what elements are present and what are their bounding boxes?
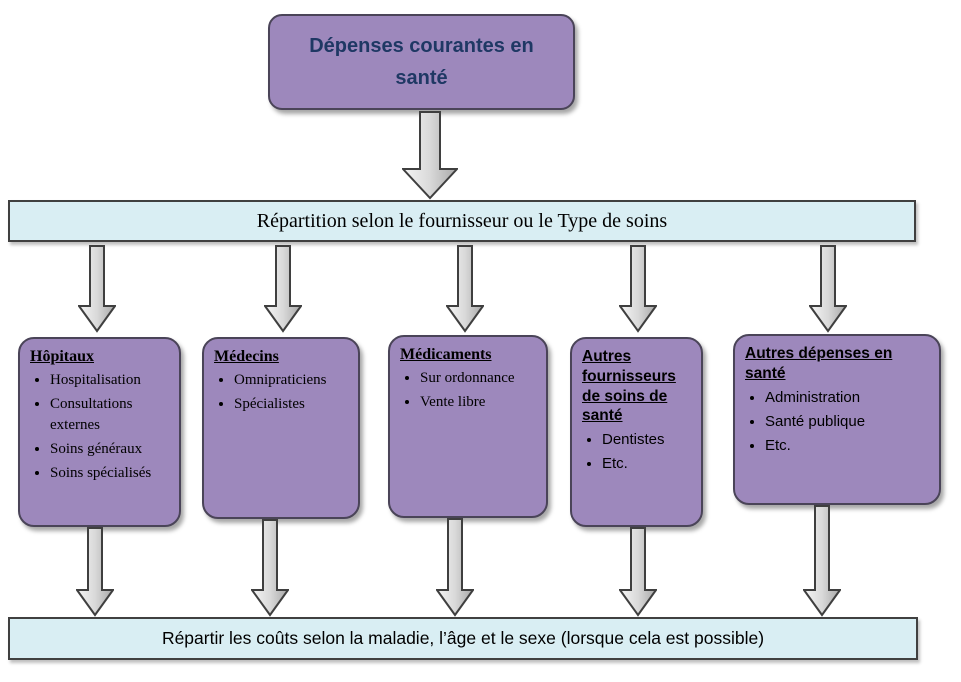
cost-split-bar: Répartir les coûts selon la maladie, l’â… [8, 617, 918, 660]
category-box-medicaments: Médicaments Sur ordonnance Vente libre [388, 335, 548, 518]
arrow-down-icon [251, 519, 289, 617]
category-list: Sur ordonnance Vente libre [400, 368, 536, 413]
arrow-down-icon [436, 518, 474, 617]
category-title: Médicaments [400, 346, 492, 363]
list-item: Soins généraux [50, 439, 169, 460]
arrow-down-icon [78, 245, 116, 333]
arrow-down-icon [76, 527, 114, 617]
category-title: Autres fournisseurs de soins de santé [582, 348, 676, 425]
list-item: Soins spécialisés [50, 463, 169, 484]
arrow-down-icon [809, 245, 847, 333]
arrow-down-icon [402, 111, 458, 200]
list-item: Consultations externes [50, 394, 169, 436]
arrow-down-icon [619, 245, 657, 333]
category-box-autres-fournisseurs: Autres fournisseurs de soins de santé De… [570, 337, 703, 527]
category-list: Dentistes Etc. [582, 429, 691, 474]
category-list: Omnipraticiens Spécialistes [214, 370, 348, 415]
arrow-down-icon [446, 245, 484, 333]
list-item: Spécialistes [234, 394, 348, 415]
category-box-autres-depenses: Autres dépenses en santé Administration … [733, 334, 941, 505]
provider-split-label: Répartition selon le fournisseur ou le T… [256, 209, 668, 232]
cost-split-label: Répartir les coûts selon la maladie, l’â… [161, 628, 765, 648]
list-item: Sur ordonnance [420, 368, 536, 389]
list-item: Administration [765, 387, 929, 408]
list-item: Dentistes [602, 429, 691, 450]
list-item: Etc. [765, 435, 929, 456]
list-item: Omnipraticiens [234, 370, 348, 391]
arrow-down-icon [803, 505, 841, 617]
category-list: Hospitalisation Consultations externes S… [30, 370, 169, 484]
provider-split-bar: Répartition selon le fournisseur ou le T… [8, 200, 916, 242]
root-box-depenses-courantes: Dépenses courantes en santé [268, 14, 575, 110]
root-box-label: Dépenses courantes en santé [309, 35, 534, 89]
list-item: Santé publique [765, 411, 929, 432]
category-title: Hôpitaux [30, 348, 95, 365]
list-item: Hospitalisation [50, 370, 169, 391]
category-title: Médecins [214, 348, 279, 365]
arrow-down-icon [264, 245, 302, 333]
list-item: Vente libre [420, 392, 536, 413]
category-box-medecins: Médecins Omnipraticiens Spécialistes [202, 337, 360, 519]
arrow-down-icon [619, 527, 657, 617]
category-title: Autres dépenses en santé [745, 345, 893, 382]
category-box-hopitaux: Hôpitaux Hospitalisation Consultations e… [18, 337, 181, 527]
list-item: Etc. [602, 453, 691, 474]
category-list: Administration Santé publique Etc. [745, 387, 929, 456]
